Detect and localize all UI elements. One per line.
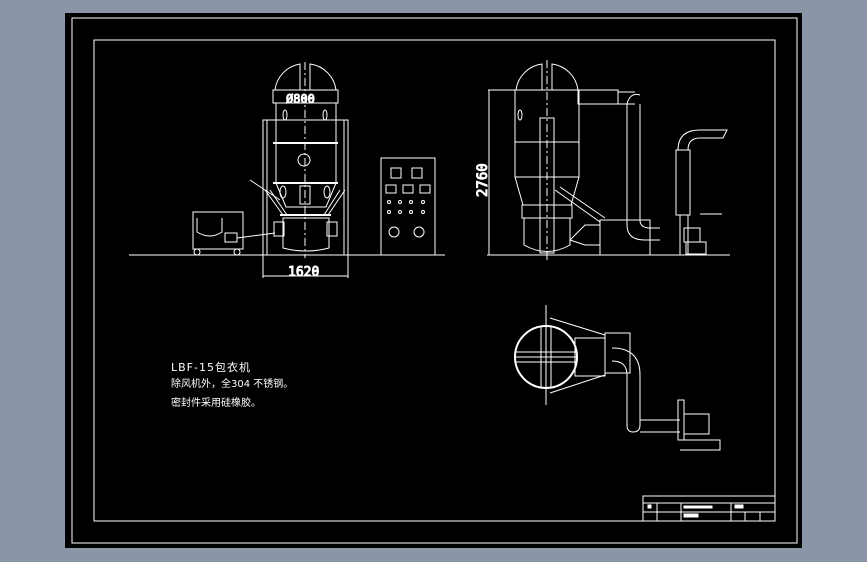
diameter-dimension: Ø800: [286, 92, 315, 106]
inner-frame: [93, 39, 776, 522]
width-dimension: 1620: [288, 265, 319, 280]
outer-frame: [71, 17, 798, 544]
coater-side-view: [488, 60, 728, 262]
note-title: LBF-15包衣机: [171, 361, 251, 374]
cad-drawing-canvas[interactable]: Ø800 1620 2760 LBF-15包衣机 除风机外，全304 不锈钢。 …: [65, 13, 802, 548]
cad-drawing: Ø800 1620 2760: [71, 17, 798, 544]
title-block: [642, 495, 776, 522]
height-dimension: 2760: [475, 163, 491, 197]
note-line-1: 除风机外，全304 不锈钢。: [171, 379, 294, 390]
note-line-2: 密封件采用硅橡胶。: [171, 398, 261, 409]
coater-plan-view: [514, 305, 721, 451]
coater-front-view: [192, 62, 349, 278]
control-cabinet: [380, 157, 436, 256]
